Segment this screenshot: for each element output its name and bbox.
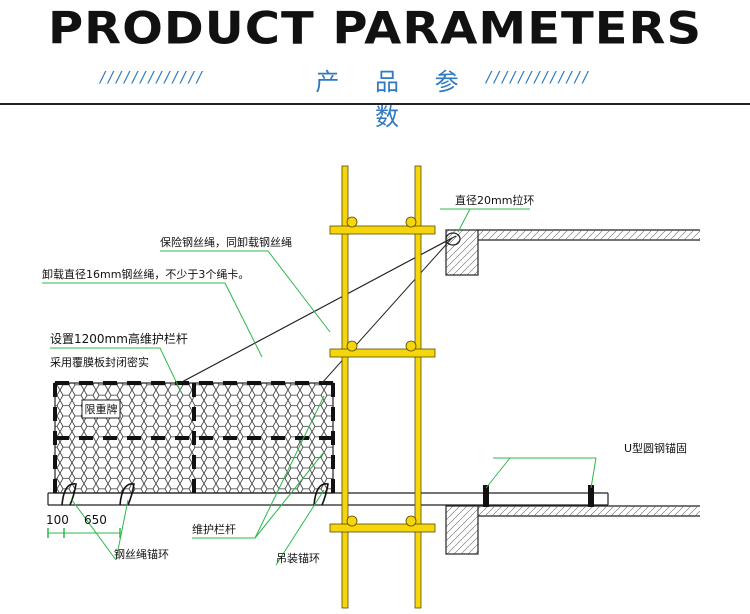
lower-floor-slab — [445, 505, 700, 555]
label-guardrail: 设置1200mm高维护栏杆 — [50, 331, 188, 346]
label-unload-cable: 卸载直径16mm钢丝绳，不少于3个绳卡。 — [42, 267, 249, 281]
upper-floor-slab — [445, 229, 700, 276]
weight-limit-sign: 限重牌 — [81, 399, 121, 419]
decorative-slashes-left: ///////////// — [100, 68, 205, 86]
label-ring-20mm: 直径20mm拉环 — [455, 193, 534, 207]
subtitle-row: ///////////// 产 品 参 数 ///////////// — [0, 62, 750, 131]
u-anchor-left — [483, 485, 489, 507]
svg-text:限重牌: 限重牌 — [85, 402, 118, 416]
dimension-ticks — [47, 528, 121, 538]
label-dim-100: 100 — [46, 513, 69, 527]
label-dim-650: 650 — [84, 513, 107, 527]
rope-anchor-rings — [61, 483, 329, 506]
pull-ring-20mm — [445, 232, 461, 246]
yellow-scaffold — [329, 165, 436, 609]
header-divider — [0, 103, 750, 105]
label-rope-anchor: 钢丝绳锚环 — [114, 547, 169, 561]
label-lift-ring: 吊装锚环 — [276, 551, 320, 565]
guardrail-frame — [53, 381, 335, 494]
label-u-anchor: U型圆钢锚固 — [624, 441, 687, 455]
label-mesh-seal: 采用覆膜板封闭密实 — [50, 355, 149, 369]
label-rail: 维护栏杆 — [192, 522, 236, 536]
decorative-slashes-right: ///////////// — [486, 68, 591, 86]
leader-lines — [42, 208, 597, 566]
label-safety-cable: 保险钢丝绳，同卸载钢丝绳 — [160, 235, 292, 249]
page-title: PRODUCT PARAMETERS — [47, 3, 703, 55]
unloading-platform-diagram: 限重牌 — [42, 165, 700, 609]
u-anchor-right — [588, 485, 594, 507]
page-subtitle: 产 品 参 数 — [315, 68, 473, 131]
